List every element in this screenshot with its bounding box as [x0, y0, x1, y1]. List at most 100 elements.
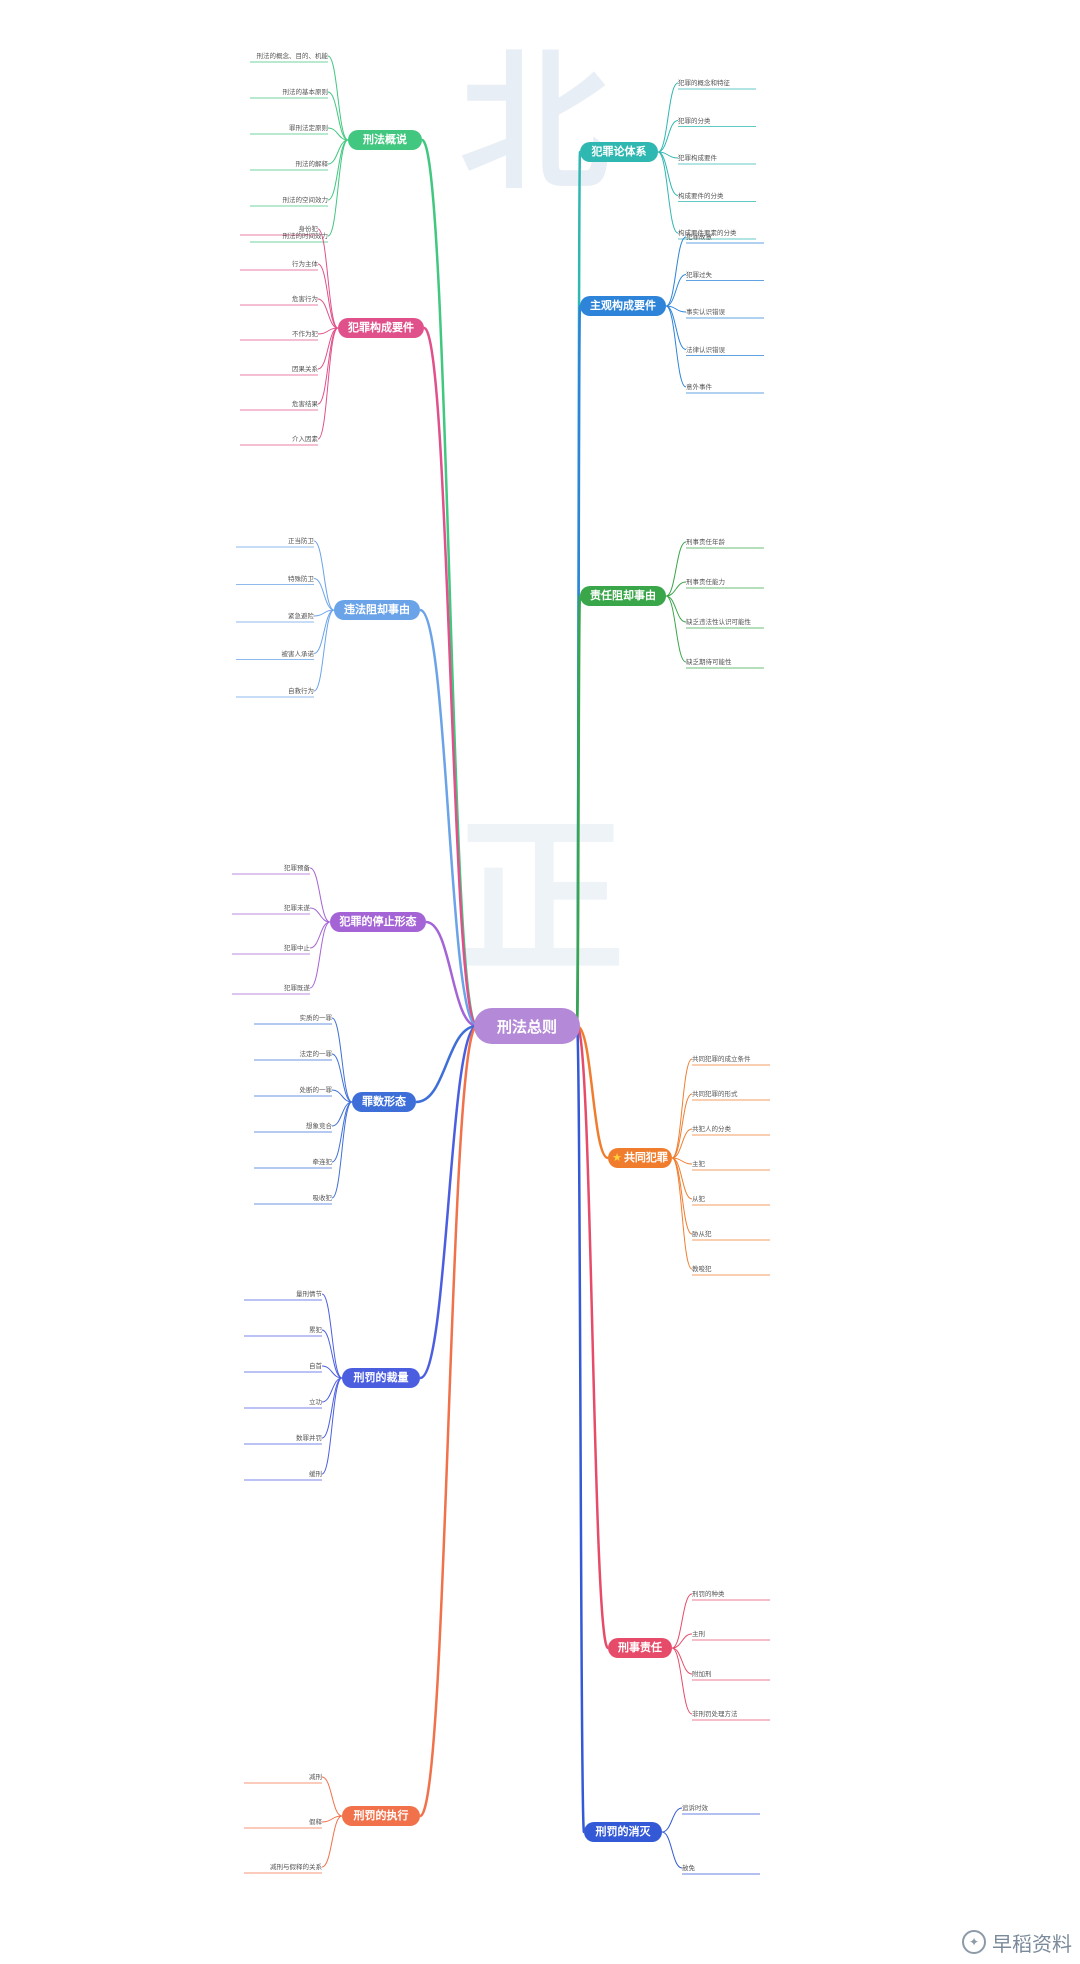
- sub-node[interactable]: 危害结果: [292, 400, 318, 408]
- sub-connector: [327, 91, 349, 141]
- sub-node[interactable]: 主犯: [692, 1160, 705, 1168]
- sub-connector: [313, 609, 335, 692]
- sub-node[interactable]: 行为主体: [292, 260, 318, 268]
- sub-node[interactable]: 缺乏违法性认识可能性: [686, 618, 751, 626]
- sub-node[interactable]: 犯罪的分类: [678, 116, 711, 125]
- branch-node[interactable]: 罪数形态: [352, 1092, 416, 1112]
- sub-node[interactable]: 刑事责任年龄: [686, 538, 725, 546]
- wechat-icon: ✦: [962, 1930, 986, 1954]
- sub-node[interactable]: 量刑情节: [296, 1290, 322, 1298]
- sub-connector: [327, 55, 349, 141]
- sub-connector: [321, 1377, 343, 1475]
- branch-node[interactable]: 违法阻却事由: [334, 600, 420, 620]
- branch-node[interactable]: 犯罪构成要件: [338, 318, 424, 338]
- sub-node[interactable]: 犯罪的概念和特征: [678, 79, 730, 87]
- branch-node[interactable]: 刑罚的裁量: [342, 1368, 420, 1388]
- sub-node[interactable]: 处断的一罪: [299, 1086, 333, 1094]
- sub-node[interactable]: 刑事责任能力: [686, 578, 725, 586]
- branch-label: 刑罚的消灭: [595, 1825, 651, 1838]
- sub-node[interactable]: 自救行为: [288, 687, 314, 695]
- sub-node[interactable]: 缺乏期待可能性: [686, 658, 732, 666]
- sub-node[interactable]: 减刑: [309, 1773, 322, 1781]
- sub-node[interactable]: 特殊防卫: [288, 574, 314, 583]
- branch-node[interactable]: 犯罪的停止形态: [330, 912, 426, 932]
- branch-node[interactable]: 刑罚的消灭: [584, 1822, 662, 1842]
- sub-node[interactable]: 非刑罚处理方法: [692, 1710, 738, 1718]
- sub-node[interactable]: 刑罚的种类: [692, 1590, 725, 1598]
- sub-node[interactable]: 追诉时效: [682, 1804, 708, 1812]
- sub-node[interactable]: 刑法的时间效力: [282, 232, 329, 240]
- sub-node[interactable]: 主刑: [692, 1630, 705, 1638]
- sub-node[interactable]: 因果关系: [292, 365, 318, 373]
- watermark-top: 北: [459, 37, 620, 211]
- sub-node[interactable]: 身份犯: [298, 225, 319, 233]
- sub-node[interactable]: 自首: [309, 1362, 322, 1370]
- sub-node[interactable]: 从犯: [692, 1195, 705, 1203]
- sub-connector: [671, 1128, 693, 1159]
- branch-node[interactable]: 责任阻却事由: [580, 586, 666, 606]
- sub-connector: [665, 595, 687, 663]
- sub-node[interactable]: 刑法的概念、目的、机能: [256, 52, 329, 60]
- sub-node[interactable]: 不作为犯: [292, 330, 318, 338]
- sub-node[interactable]: 法定的一罪: [299, 1050, 333, 1058]
- sub-connector: [657, 151, 679, 234]
- sub-node[interactable]: 构成要件要素的分类: [678, 229, 737, 237]
- sub-connector: [327, 127, 349, 141]
- sub-node[interactable]: 犯罪构成要件: [678, 154, 717, 162]
- sub-node[interactable]: 犯罪中止: [284, 944, 310, 952]
- branch-label: 刑罚的裁量: [353, 1371, 409, 1384]
- sub-node[interactable]: 胁从犯: [692, 1230, 712, 1238]
- sub-connector: [309, 921, 331, 989]
- sub-node[interactable]: 想象竞合: [306, 1122, 332, 1130]
- sub-connector: [665, 305, 687, 313]
- sub-node[interactable]: 罪刑法定原则: [289, 124, 328, 132]
- sub-node[interactable]: 法律认识错误: [686, 345, 725, 354]
- sub-node[interactable]: 缓刑: [309, 1470, 322, 1478]
- sub-node[interactable]: 教唆犯: [692, 1265, 712, 1273]
- sub-connector: [317, 327, 339, 440]
- sub-node[interactable]: 假释: [309, 1818, 322, 1826]
- sub-node[interactable]: 犯罪预备: [284, 864, 310, 872]
- sub-node[interactable]: 犯罪既遂: [284, 984, 310, 992]
- sub-node[interactable]: 附加刑: [692, 1670, 712, 1678]
- sub-node[interactable]: 立功: [309, 1398, 322, 1406]
- sub-node[interactable]: 犯罪故意: [686, 233, 712, 241]
- branch-node[interactable]: ★共同犯罪: [608, 1148, 672, 1168]
- sub-node[interactable]: 刑法的空间效力: [282, 196, 329, 204]
- sub-node[interactable]: 正当防卫: [288, 537, 314, 545]
- sub-node[interactable]: 介入因素: [292, 435, 318, 443]
- sub-node[interactable]: 吸收犯: [312, 1194, 333, 1202]
- sub-node[interactable]: 紧急避险: [288, 612, 314, 620]
- sub-node[interactable]: 意外事件: [686, 383, 712, 391]
- sub-node[interactable]: 共同犯罪的形式: [692, 1090, 738, 1098]
- sub-node[interactable]: 犯罪未遂: [284, 904, 310, 912]
- sub-node[interactable]: 赦免: [682, 1864, 695, 1872]
- branch-label: 刑法概说: [363, 133, 407, 146]
- sub-node[interactable]: 犯罪过失: [686, 270, 712, 279]
- branch-node[interactable]: 主观构成要件: [580, 296, 666, 316]
- sub-node[interactable]: 共同犯罪的成立条件: [692, 1055, 751, 1063]
- sub-node[interactable]: 牵连犯: [312, 1158, 333, 1166]
- sub-node[interactable]: 刑法的解释: [295, 160, 329, 168]
- sub-connector: [309, 921, 331, 949]
- sub-node[interactable]: 数罪并罚: [296, 1434, 322, 1442]
- sub-connector: [665, 305, 687, 388]
- branch-label: 罪数形态: [362, 1095, 406, 1108]
- branch-node[interactable]: 犯罪论体系: [580, 142, 658, 162]
- sub-node[interactable]: 减刑与假释的关系: [270, 1863, 322, 1871]
- center-node[interactable]: 刑法总则: [474, 1008, 580, 1044]
- branch-node[interactable]: 刑罚的执行: [342, 1806, 420, 1826]
- sub-node[interactable]: 共犯人的分类: [692, 1125, 731, 1133]
- sub-node[interactable]: 刑法的基本原则: [282, 88, 329, 96]
- sub-node[interactable]: 危害行为: [292, 295, 318, 303]
- sub-node[interactable]: 累犯: [309, 1326, 322, 1334]
- sub-connector: [661, 1831, 683, 1869]
- branch-connector: [418, 1024, 479, 1818]
- sub-connector: [317, 327, 339, 405]
- sub-node[interactable]: 事实认识错误: [686, 308, 725, 316]
- sub-node[interactable]: 实质的一罪: [299, 1014, 333, 1022]
- branch-node[interactable]: 刑事责任: [608, 1638, 672, 1658]
- branch-node[interactable]: 刑法概说: [348, 130, 422, 150]
- sub-node[interactable]: 被害人承诺: [281, 649, 315, 658]
- sub-node[interactable]: 构成要件的分类: [678, 191, 724, 200]
